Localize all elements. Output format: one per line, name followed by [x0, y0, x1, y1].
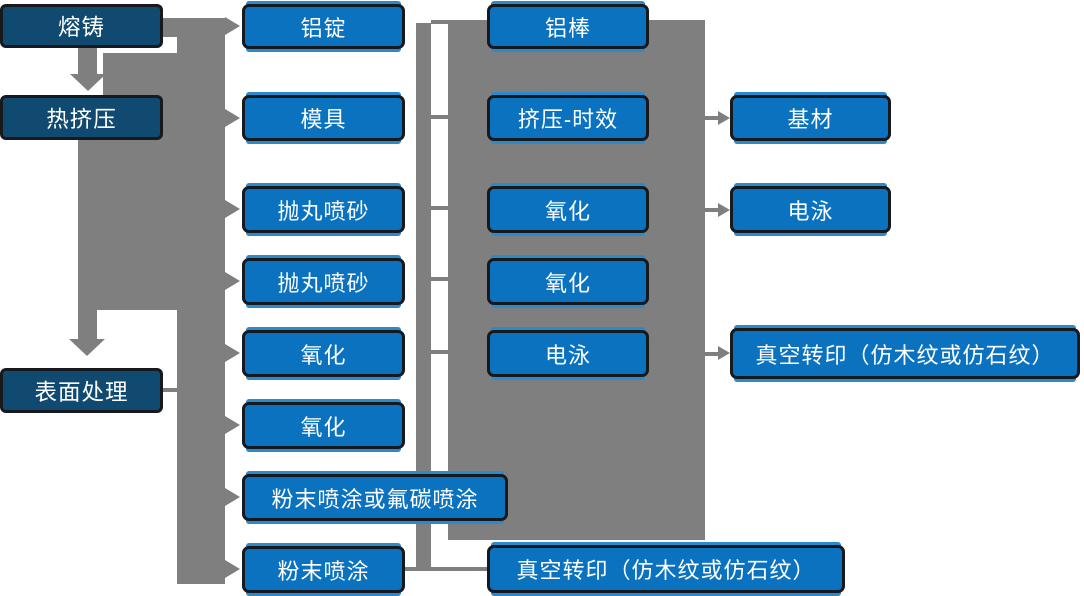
connector-middle-bar: [416, 23, 431, 571]
connector-surface-to-trunk: [163, 388, 178, 392]
node-oxidation-a: 氧化: [242, 330, 405, 377]
node-electrophoresis-b: 电泳: [730, 186, 891, 233]
connector-powder-to-vacuum: [405, 567, 487, 571]
node-base-material: 基材: [730, 95, 891, 141]
connector-tie-row5: [431, 350, 449, 354]
connector-to-base-material: [705, 116, 719, 120]
node-surface-treatment: 表面处理: [0, 368, 163, 413]
arrow-right-icon: [225, 488, 240, 506]
node-shot-blasting-1: 抛丸喷砂: [242, 186, 405, 233]
node-oxidation-b: 氧化: [242, 402, 405, 449]
connector-tie-row4: [431, 277, 449, 281]
arrow-right-icon: [718, 203, 730, 217]
arrow-right-icon: [718, 111, 730, 125]
node-shot-blasting-2: 抛丸喷砂: [242, 258, 405, 305]
arrow-right-icon: [225, 416, 240, 434]
node-mold: 模具: [242, 95, 405, 141]
node-oxidation-d: 氧化: [487, 258, 649, 305]
arrow-right-icon: [225, 272, 240, 290]
node-hot-extrusion: 热挤压: [0, 95, 163, 140]
node-electrophoresis-a: 电泳: [487, 330, 649, 377]
arrow-right-icon: [225, 344, 240, 362]
arrow-right-icon: [225, 200, 240, 218]
arrow-right-icon: [225, 109, 240, 127]
connector-to-electrophoresis: [705, 208, 719, 212]
node-aluminum-ingot: 铝锭: [242, 4, 405, 49]
connector-extrusion-to-surface-shaft: [78, 310, 97, 340]
node-vacuum-transfer-a: 真空转印（仿木纹或仿石纹）: [487, 545, 845, 593]
connector-left-trunk-bar: [177, 18, 225, 584]
connector-to-vacuum-transfer: [705, 352, 719, 356]
arrow-right-icon: [718, 346, 730, 360]
node-aluminum-rod: 铝棒: [487, 4, 649, 49]
arrow-right-icon: [225, 17, 240, 35]
connector-melt-to-extrusion-shaft: [78, 48, 97, 76]
arrow-right-icon: [225, 560, 240, 578]
connector-left-blob-main: [78, 140, 177, 310]
arrow-down-icon: [69, 339, 105, 356]
node-melt-casting: 熔铸: [0, 4, 163, 48]
arrow-down-icon: [70, 74, 106, 91]
connector-tie-row1: [431, 20, 449, 24]
node-extrusion-aging: 挤压-时效: [487, 95, 649, 141]
connector-tie-row3: [431, 206, 449, 210]
node-vacuum-transfer-b: 真空转印（仿木纹或仿石纹）: [730, 328, 1080, 379]
connector-tie-row2: [431, 115, 449, 119]
node-powder-or-fluorocarbon: 粉末喷涂或氟碳喷涂: [242, 474, 508, 521]
node-powder-coating: 粉末喷涂: [242, 546, 405, 593]
node-oxidation-c: 氧化: [487, 186, 649, 233]
